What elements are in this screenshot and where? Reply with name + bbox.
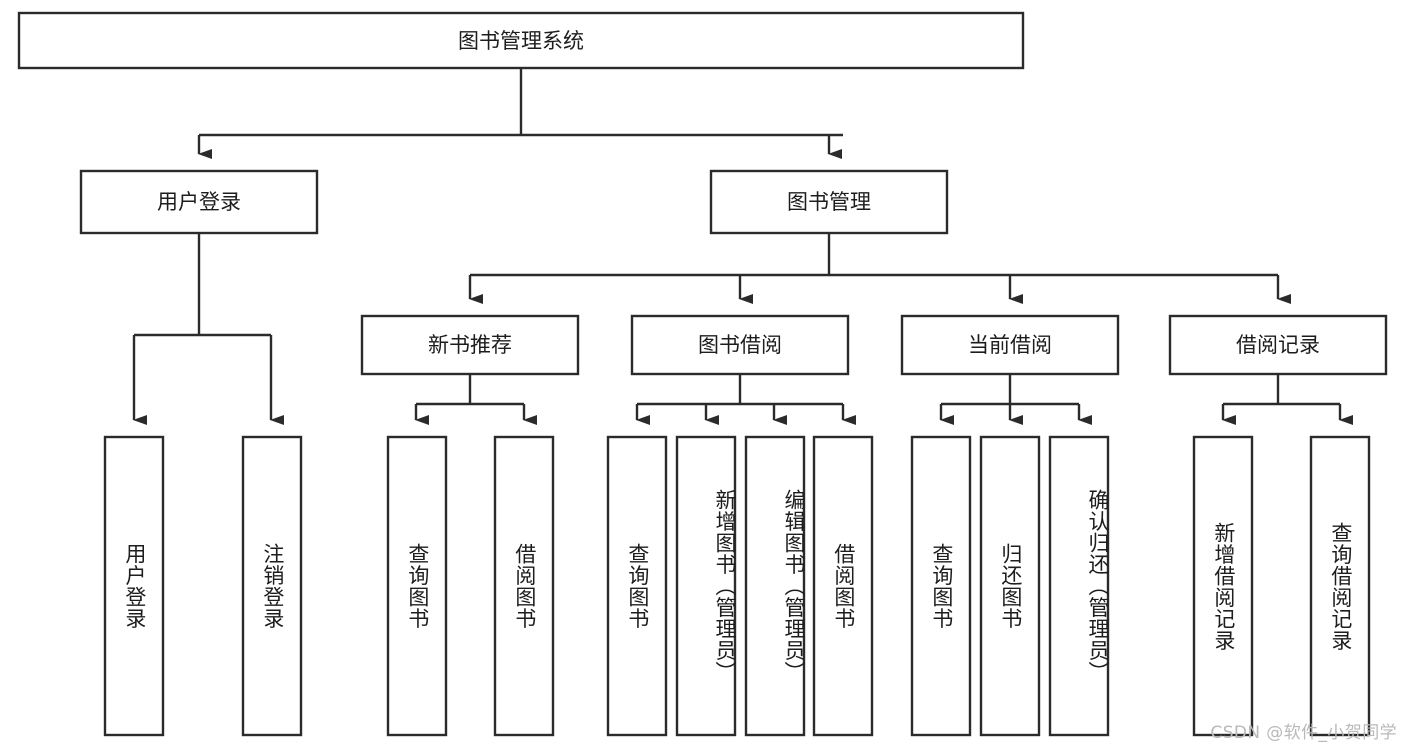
leaf-box-add-record[interactable] [1192, 435, 1254, 737]
leaf-box-user-login[interactable] [103, 435, 165, 737]
csdn-watermark: CSDN @软件_小贺同学 [1210, 723, 1397, 743]
leaf-box-confirm-return[interactable] [1048, 435, 1110, 737]
node-borrow-record[interactable]: 借阅记录 [1168, 314, 1388, 376]
leaf-box-user-logout[interactable] [241, 435, 303, 737]
leaf-box-query-book-3[interactable] [910, 435, 972, 737]
leaf-box-add-book[interactable] [675, 435, 737, 737]
connector-bookborrow-to-leaves [635, 374, 856, 425]
connector-root-to-level2 [197, 68, 843, 159]
connector-newbook-to-leaves [414, 374, 537, 425]
leaf-box-query-book-1[interactable] [386, 435, 448, 737]
connector-borrowrecord-to-leaves [1221, 374, 1353, 425]
node-current-borrow-label: 当前借阅 [968, 333, 1052, 357]
node-root[interactable]: 图书管理系统 [17, 11, 1025, 70]
node-book-borrow[interactable]: 图书借阅 [630, 314, 850, 376]
leaf-box-borrow-book-1[interactable] [493, 435, 555, 737]
node-root-label: 图书管理系统 [458, 29, 584, 53]
leaf-box-borrow-book-2[interactable] [812, 435, 874, 737]
connector-bookmanage-to-level3 [468, 233, 1291, 304]
leaf-box-return-book[interactable] [979, 435, 1041, 737]
node-book-borrow-label: 图书借阅 [698, 333, 782, 357]
node-new-book-recommend-label: 新书推荐 [428, 333, 512, 357]
node-user-login-label: 用户登录 [157, 190, 241, 214]
node-new-book-recommend[interactable]: 新书推荐 [360, 314, 580, 376]
node-borrow-record-label: 借阅记录 [1236, 333, 1320, 357]
leaf-box-edit-book[interactable] [744, 435, 806, 737]
node-current-borrow[interactable]: 当前借阅 [900, 314, 1120, 376]
node-book-manage-label: 图书管理 [787, 190, 871, 214]
node-book-manage[interactable]: 图书管理 [709, 169, 949, 235]
leaf-boxes [103, 435, 1371, 737]
connector-currentborrow-to-leaves [939, 374, 1092, 425]
leaf-box-query-book-2[interactable] [606, 435, 668, 737]
leaf-box-query-record[interactable] [1309, 435, 1371, 737]
node-user-login[interactable]: 用户登录 [79, 169, 319, 235]
connector-userlogin-to-leaves [132, 233, 284, 425]
